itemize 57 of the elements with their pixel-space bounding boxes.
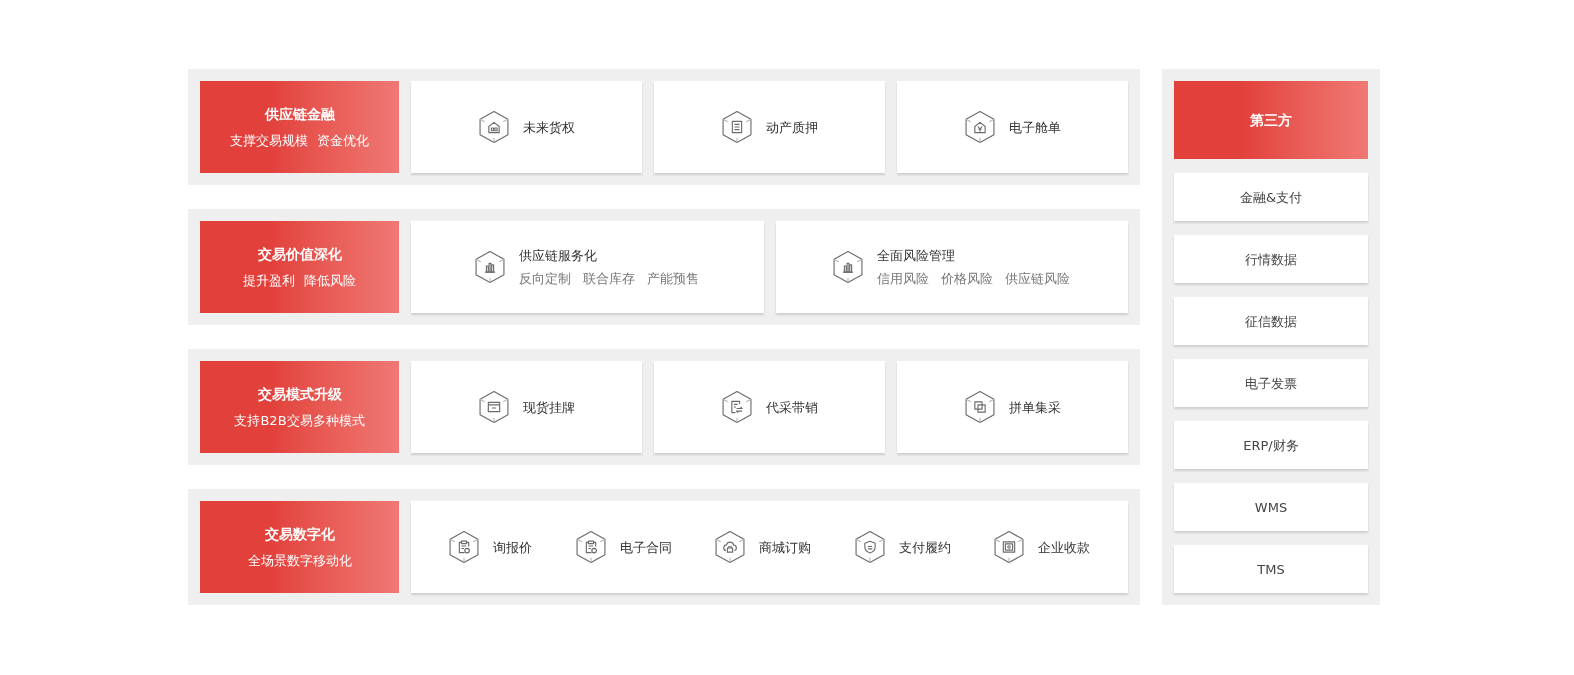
feature-card bbox=[775, 221, 1128, 313]
feature-card bbox=[411, 81, 642, 173]
category-header bbox=[1174, 81, 1368, 159]
category-title: 交易模式升级 bbox=[257, 385, 342, 403]
feature-card bbox=[897, 81, 1128, 173]
row-panel bbox=[188, 489, 1140, 605]
source-card bbox=[1174, 173, 1368, 221]
category-header bbox=[200, 221, 399, 313]
feature-title: 支付履约 bbox=[898, 538, 951, 556]
row-panel bbox=[188, 349, 1140, 465]
category-title: 第三方 bbox=[1250, 111, 1292, 129]
feature-title: 供应链服务化 bbox=[519, 247, 598, 264]
row-panel bbox=[188, 209, 1140, 325]
feature-title: 询报价 bbox=[493, 538, 532, 556]
feature-title: 电子舱单 bbox=[1008, 118, 1061, 136]
source-label: 金融&支付 bbox=[1239, 188, 1303, 206]
source-card bbox=[1174, 483, 1368, 531]
category-subtitle: 全场景数字移动化 bbox=[247, 552, 352, 569]
feature-title: 动产质押 bbox=[765, 118, 818, 136]
category-header bbox=[200, 501, 399, 593]
source-label: 征信数据 bbox=[1245, 312, 1297, 330]
feature-title: 全面风险管理 bbox=[877, 247, 956, 264]
category-header bbox=[200, 81, 399, 173]
feature-subtitle: 信用风险 价格风险 供应链风险 bbox=[877, 270, 1071, 287]
category-title: 供应链金融 bbox=[264, 105, 335, 123]
category-header bbox=[200, 361, 399, 453]
feature-subtitle: 反向定制 联合库存 产能预售 bbox=[519, 270, 700, 287]
feature-card bbox=[411, 361, 642, 453]
side-panel bbox=[1162, 69, 1380, 605]
source-label: 电子发票 bbox=[1245, 374, 1297, 392]
category-title: 交易数字化 bbox=[264, 525, 335, 543]
feature-card bbox=[411, 221, 764, 313]
category-subtitle: 支持B2B交易多种模式 bbox=[234, 412, 365, 429]
feature-title: 电子合同 bbox=[619, 538, 672, 556]
source-label: WMS bbox=[1254, 498, 1288, 516]
source-card bbox=[1174, 545, 1368, 593]
source-card bbox=[1174, 235, 1368, 283]
feature-title: 代采带销 bbox=[765, 398, 818, 416]
feature-card bbox=[897, 361, 1128, 453]
source-label: 行情数据 bbox=[1245, 250, 1297, 268]
category-subtitle: 支撑交易规模 资金优化 bbox=[230, 132, 369, 149]
category-subtitle: 提升盈利 降低风险 bbox=[243, 272, 356, 289]
source-label: TMS bbox=[1257, 560, 1285, 578]
feature-title: 企业收款 bbox=[1038, 538, 1090, 556]
feature-title: 拼单集采 bbox=[1008, 398, 1061, 416]
feature-title: 现货挂牌 bbox=[522, 398, 575, 416]
category-title: 交易价值深化 bbox=[257, 245, 342, 263]
feature-card bbox=[654, 81, 885, 173]
source-label: ERP/财务 bbox=[1243, 436, 1299, 454]
source-card bbox=[1174, 359, 1368, 407]
feature-card bbox=[654, 361, 885, 453]
feature-title: 未来货权 bbox=[522, 118, 575, 136]
row-panel bbox=[188, 69, 1140, 185]
source-card bbox=[1174, 421, 1368, 469]
feature-card bbox=[411, 501, 1128, 593]
source-card bbox=[1174, 297, 1368, 345]
feature-title: 商城订购 bbox=[759, 538, 811, 556]
